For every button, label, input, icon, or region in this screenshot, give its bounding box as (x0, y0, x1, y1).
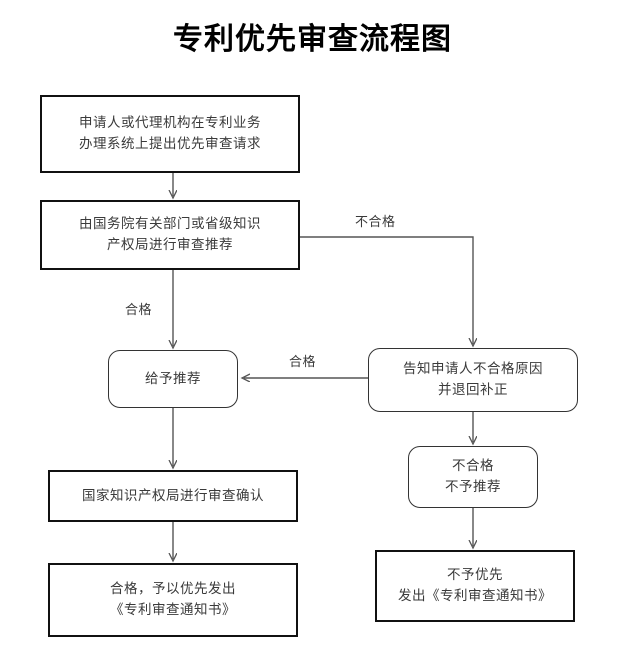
node-qualified-priority-notice[interactable]: 合格，予以优先发出 《专利审查通知书》 (48, 563, 298, 637)
node-review-recommend[interactable]: 由国务院有关部门或省级知识 产权局进行审查推荐 (40, 200, 300, 270)
node-apply-line-1: 申请人或代理机构在专利业务 (79, 115, 261, 132)
node-review-recommend-line-1: 由国务院有关部门或省级知识 (79, 216, 261, 233)
node-qualified-priority-line-2: 《专利审查通知书》 (110, 602, 236, 618)
edge-label-qualified-return: 合格 (289, 355, 317, 370)
node-not-qualified-line-1: 不合格 (452, 458, 494, 475)
node-notify-applicant-line-2: 并退回补正 (438, 382, 508, 398)
node-no-priority-line-1: 不予优先 (447, 567, 503, 584)
page-title: 专利优先审查流程图 (173, 22, 452, 57)
node-notify-applicant[interactable]: 告知申请人不合格原因 并退回补正 (368, 348, 578, 412)
node-not-qualified-no-recommend[interactable]: 不合格 不予推荐 (408, 446, 538, 508)
connector-review-to-notify (300, 236, 473, 344)
node-notify-applicant-line-1: 告知申请人不合格原因 (403, 361, 543, 378)
node-no-priority-notice[interactable]: 不予优先 发出《专利审查通知书》 (375, 550, 575, 622)
node-cnipa-confirm-line-1: 国家知识产权局进行审查确认 (82, 487, 264, 504)
edge-label-not-qualified: 不合格 (355, 215, 396, 230)
node-give-recommend[interactable]: 给予推荐 (108, 350, 238, 408)
node-not-qualified-line-2: 不予推荐 (445, 479, 501, 495)
node-qualified-priority-line-1: 合格，予以优先发出 (110, 581, 236, 598)
node-review-recommend-line-2: 产权局进行审查推荐 (107, 237, 233, 253)
edge-label-qualified-down: 合格 (125, 303, 153, 318)
node-give-recommend-line-1: 给予推荐 (145, 370, 201, 387)
node-cnipa-confirm[interactable]: 国家知识产权局进行审查确认 (48, 470, 298, 522)
node-apply[interactable]: 申请人或代理机构在专利业务 办理系统上提出优先审查请求 (40, 95, 300, 173)
node-apply-line-2: 办理系统上提出优先审查请求 (79, 136, 261, 152)
node-no-priority-line-2: 发出《专利审查通知书》 (398, 588, 552, 604)
